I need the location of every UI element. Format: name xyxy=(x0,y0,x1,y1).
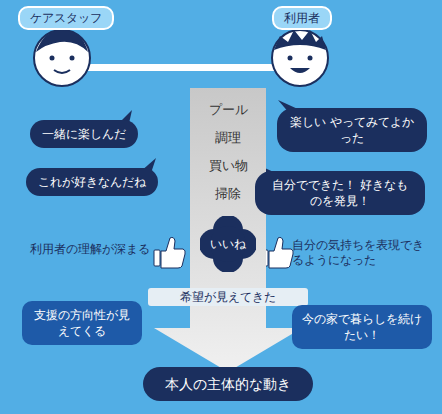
node-text: 本人の主体的な動き xyxy=(165,375,291,393)
node-text: 今の家で暮らしを続けたい！ xyxy=(302,311,422,343)
goal-pill: 本人の主体的な動き xyxy=(143,367,313,401)
node-text: ケアスタッフ xyxy=(30,10,102,26)
result-box: 今の家で暮らしを続けたい！ xyxy=(292,305,432,349)
node-text: 支援の方向性が見えてくる xyxy=(32,307,132,339)
speech-bubble: 楽しい やってみてよかった xyxy=(277,108,427,152)
node-text: 希望が見えてきた xyxy=(148,288,308,306)
node-text: 一緒に楽しんだ xyxy=(42,126,126,142)
node-text: 利用者 xyxy=(284,10,320,26)
node-text: いいね xyxy=(200,236,256,252)
like-badge: いいね xyxy=(200,216,256,272)
speech-bubble: 一緒に楽しんだ xyxy=(30,120,138,148)
effect-note: 利用者の理解が深まる xyxy=(22,242,150,257)
link-bar xyxy=(88,64,278,71)
role-label: 利用者 xyxy=(272,6,332,30)
speech-bubble: 自分でできた！ 好きなものを発見！ xyxy=(255,171,425,215)
node-text: 楽しい やってみてよかった xyxy=(289,114,415,146)
node-text: これが好きなんだね xyxy=(38,174,146,190)
node-text: プール 調理 買い物 掃除 xyxy=(198,96,258,208)
effect-note: 自分の気持ちを表現できるようになった xyxy=(292,238,430,268)
role-label: ケアスタッフ xyxy=(18,6,114,30)
staff-face xyxy=(34,30,90,86)
result-box: 支援の方向性が見えてくる xyxy=(22,301,142,345)
user-face xyxy=(272,30,328,86)
node-text: 自分でできた！ 好きなものを発見！ xyxy=(267,177,413,209)
speech-bubble: これが好きなんだね xyxy=(26,168,158,196)
